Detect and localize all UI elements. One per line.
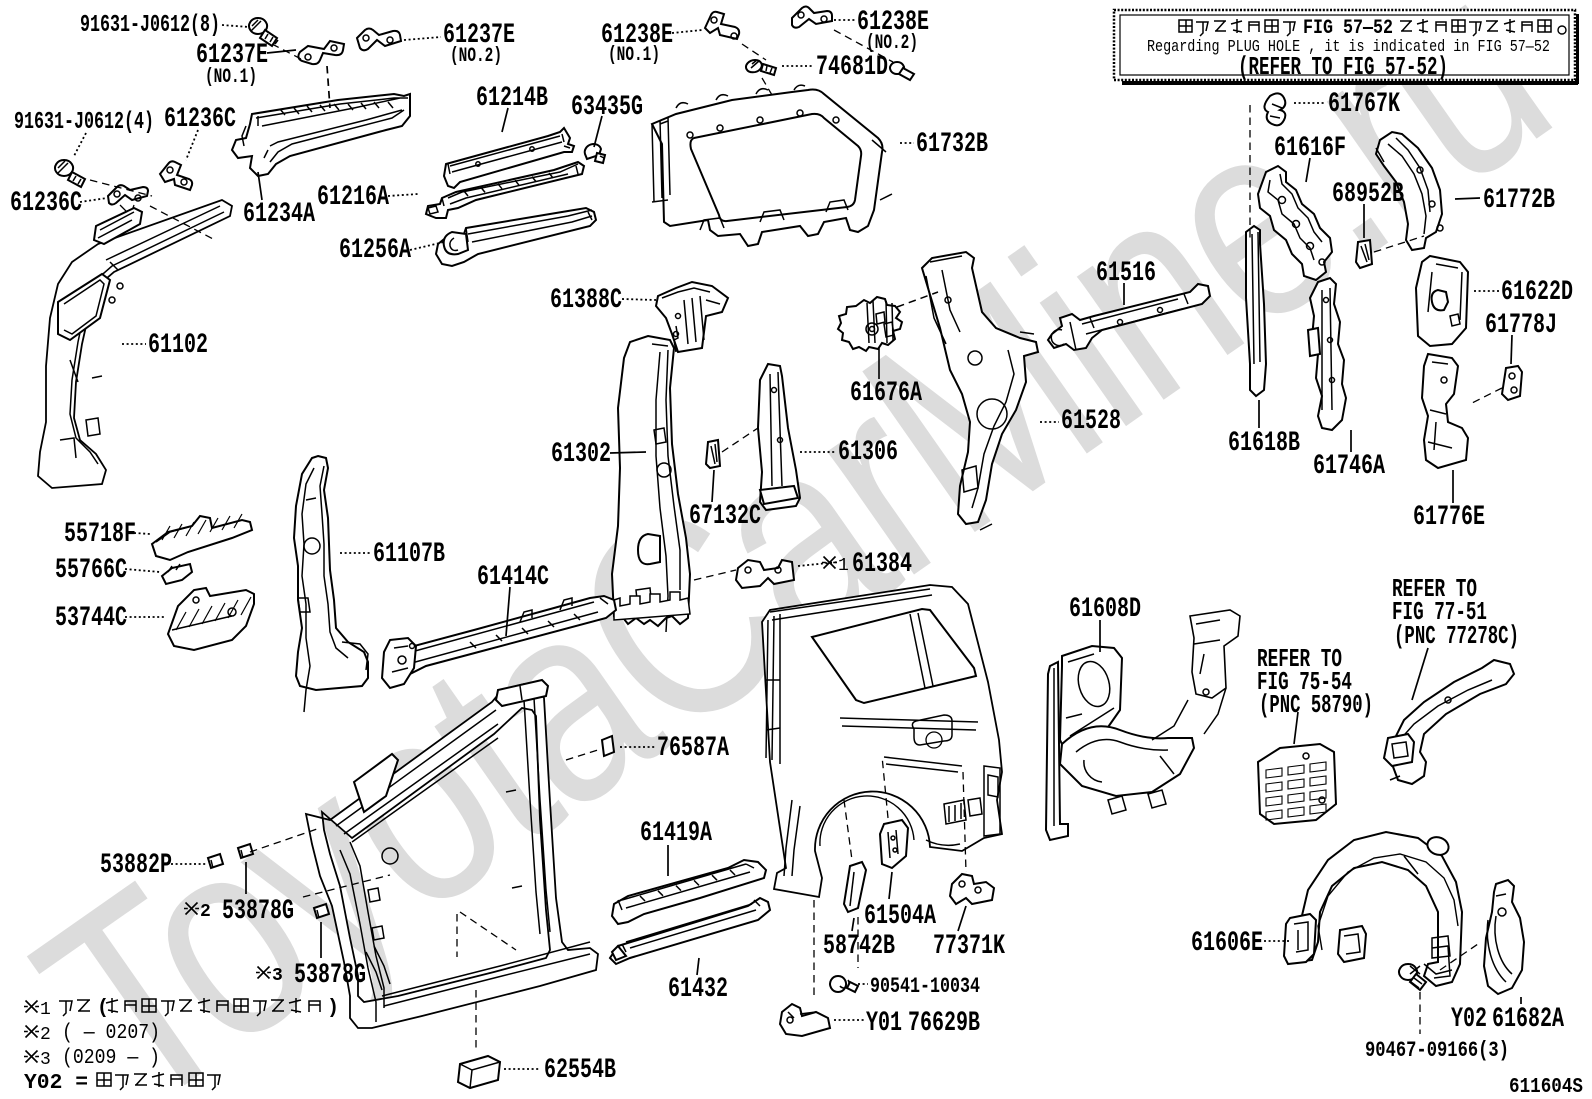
svg-text:77371K: 77371K [933, 931, 1005, 962]
svg-text:63435G: 63435G [571, 92, 643, 123]
svg-text:(PNC 58790): (PNC 58790) [1259, 690, 1373, 720]
svg-text:61107B: 61107B [373, 539, 445, 570]
svg-text:61432: 61432 [668, 974, 728, 1005]
svg-text:1: 1 [40, 1000, 51, 1020]
svg-text:Regarding PLUG HOLE , it is: Regarding PLUG HOLE , it is indicated in… [1147, 37, 1550, 56]
svg-text:3: 3 [40, 1050, 51, 1070]
svg-text:67132C: 67132C [689, 501, 761, 532]
svg-text:61504A: 61504A [864, 901, 936, 932]
svg-text:62554B: 62554B [544, 1055, 616, 1086]
svg-text:61306: 61306 [838, 437, 898, 468]
svg-text:61767K: 61767K [1328, 89, 1400, 120]
svg-text:1: 1 [838, 556, 849, 576]
svg-text:(: ( [97, 997, 109, 1020]
svg-text:): ) [327, 997, 339, 1020]
svg-text:REFER TO: REFER TO [1392, 574, 1477, 604]
svg-text:74681D: 74681D [816, 52, 888, 83]
svg-text:(PNC 77278C): (PNC 77278C) [1394, 621, 1519, 651]
svg-text:61606E: 61606E [1191, 928, 1263, 959]
svg-text:55766C: 55766C [55, 555, 127, 586]
svg-text:91631-J0612(4): 91631-J0612(4) [14, 109, 154, 136]
svg-text:Y02: Y02 [1451, 1004, 1487, 1035]
svg-text:(NO.1): (NO.1) [205, 66, 257, 89]
svg-text:53744C: 53744C [55, 603, 127, 634]
svg-text:76629B: 76629B [908, 1008, 980, 1039]
svg-text:FIG 77-51: FIG 77-51 [1392, 597, 1487, 627]
svg-text:53878G: 53878G [222, 896, 294, 927]
svg-text:61776E: 61776E [1413, 502, 1485, 533]
svg-text:61676A: 61676A [850, 378, 922, 409]
svg-text:61746A: 61746A [1313, 451, 1385, 482]
svg-text:61778J: 61778J [1485, 310, 1557, 341]
svg-text:90541-10034: 90541-10034 [870, 974, 980, 999]
svg-text:61608D: 61608D [1069, 594, 1141, 625]
svg-text:Y01: Y01 [866, 1008, 902, 1039]
svg-text:68952B: 68952B [1332, 179, 1404, 210]
svg-text:61238E: 61238E [857, 7, 929, 38]
svg-text:61237E: 61237E [443, 20, 515, 51]
svg-text:61214B: 61214B [476, 83, 548, 114]
svg-text:61216A: 61216A [317, 182, 389, 213]
svg-text:91631-J0612(8): 91631-J0612(8) [80, 12, 220, 39]
svg-text:(NO.2): (NO.2) [866, 32, 918, 55]
svg-text:3: 3 [272, 966, 283, 986]
svg-text:90467-09166(3): 90467-09166(3) [1365, 1038, 1509, 1063]
svg-text:61102: 61102 [148, 330, 208, 361]
svg-text:61236C: 61236C [10, 188, 82, 219]
svg-text:76587A: 76587A [657, 733, 729, 764]
svg-text:(REFER TO FIG 57-52): (REFER TO FIG 57-52) [1238, 52, 1448, 82]
svg-text:61616F: 61616F [1274, 133, 1346, 164]
svg-text:2: 2 [200, 902, 211, 922]
svg-text:61414C: 61414C [477, 562, 549, 593]
svg-text:( — 0207): ( — 0207) [62, 1022, 160, 1045]
svg-text:Y02 =: Y02 = [24, 1072, 88, 1095]
svg-text:(NO.2): (NO.2) [450, 45, 502, 68]
svg-text:FIG 57—52: FIG 57—52 [1303, 17, 1393, 40]
svg-text:61302: 61302 [551, 439, 611, 470]
svg-text:55718F: 55718F [64, 519, 136, 550]
svg-text:61388C: 61388C [550, 285, 622, 316]
svg-text:(NO.1): (NO.1) [608, 44, 660, 67]
svg-text:(0209 — ): (0209 — ) [62, 1047, 160, 1070]
svg-text:61516: 61516 [1096, 258, 1156, 289]
svg-text:61419A: 61419A [640, 818, 712, 849]
svg-text:61618B: 61618B [1228, 428, 1300, 459]
svg-text:611604S: 611604S [1509, 1076, 1583, 1099]
svg-text:2: 2 [40, 1025, 51, 1045]
svg-text:61234A: 61234A [243, 199, 315, 230]
svg-text:53882P: 53882P [100, 850, 172, 881]
svg-text:61772B: 61772B [1483, 185, 1555, 216]
svg-text:REFER TO: REFER TO [1257, 644, 1342, 674]
svg-text:61682A: 61682A [1492, 1004, 1564, 1035]
svg-text:61384: 61384 [852, 549, 912, 580]
svg-text:61622D: 61622D [1501, 277, 1573, 308]
svg-text:61238E: 61238E [601, 20, 673, 51]
svg-text:61732B: 61732B [916, 129, 988, 160]
svg-text:61237E: 61237E [196, 40, 268, 71]
svg-text:61528: 61528 [1061, 406, 1121, 437]
svg-text:61256A: 61256A [339, 235, 411, 266]
svg-text:58742B: 58742B [823, 931, 895, 962]
svg-text:53878G: 53878G [294, 960, 366, 991]
svg-text:FIG 75-54: FIG 75-54 [1257, 667, 1352, 697]
svg-text:61236C: 61236C [164, 104, 236, 135]
